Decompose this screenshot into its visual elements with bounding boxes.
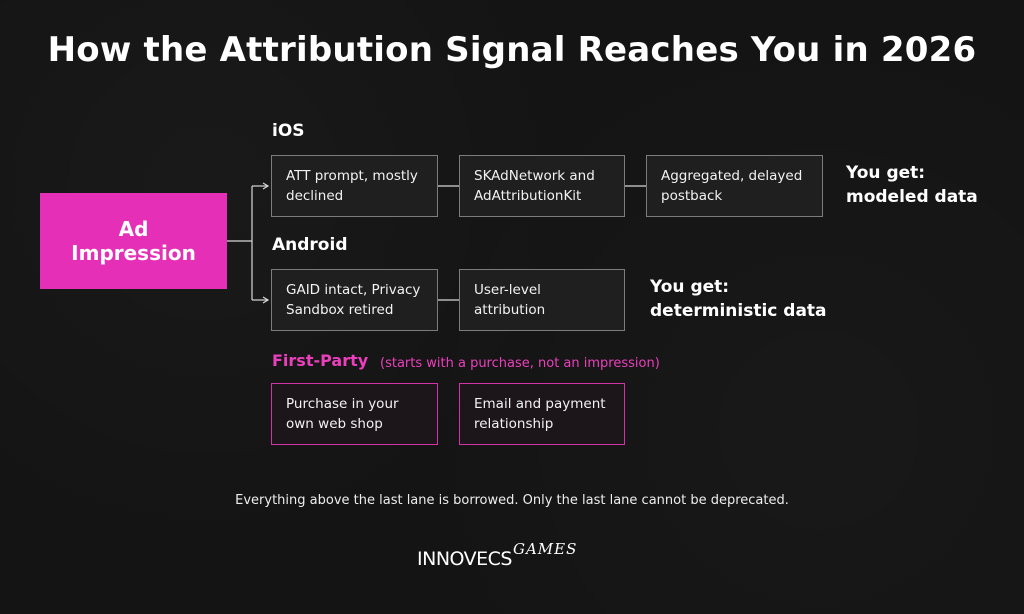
logo-main-text: INNOVECS	[417, 548, 512, 570]
ad-impression-label: Ad Impression	[71, 217, 196, 265]
ios-result: You get: modeled data	[846, 163, 978, 207]
first-party-lane-label: First-Party	[272, 351, 369, 370]
android-lane-label: Android	[272, 235, 348, 255]
ios-lane-label: iOS	[272, 121, 305, 141]
android-result: You get: deterministic data	[650, 277, 827, 321]
page-title: How the Attribution Signal Reaches You i…	[47, 30, 977, 70]
first-party-step-email: Email and payment relationship	[459, 383, 625, 445]
ad-impression-box: Ad Impression	[40, 193, 227, 289]
android-step-user-level: User-level attribution	[459, 269, 625, 331]
logo-sub-text: GAMES	[512, 540, 578, 558]
footnote: Everything above the last lane is borrow…	[235, 493, 789, 508]
android-step-gaid: GAID intact, Privacy Sandbox retired	[271, 269, 438, 331]
ios-step-att-prompt: ATT prompt, mostly declined	[271, 155, 438, 217]
ios-step-postback: Aggregated, delayed postback	[646, 155, 823, 217]
ios-step-skadnetwork: SKAdNetwork and AdAttributionKit	[459, 155, 625, 217]
innovecs-games-logo: INNOVECS GAMES	[417, 540, 577, 570]
first-party-step-purchase: Purchase in your own web shop	[271, 383, 438, 445]
first-party-note: (starts with a purchase, not an impressi…	[380, 356, 660, 371]
